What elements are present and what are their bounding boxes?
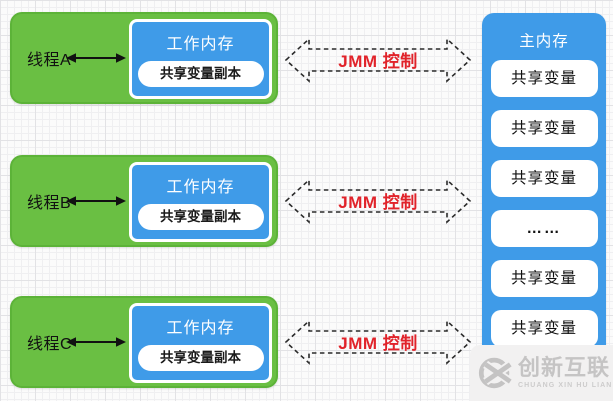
jmm-control-arrow-a: JMM 控制 — [283, 37, 473, 83]
main-memory-title: 主内存 — [519, 33, 569, 50]
shared-variable-slot: 共享变量 — [490, 110, 598, 147]
jmm-control-label: JMM 控制 — [338, 193, 418, 212]
working-memory-box: 工作内存 共享变量副本 — [129, 162, 272, 242]
chuangxin-logo-icon — [478, 357, 513, 389]
working-memory-box: 工作内存 共享变量副本 — [129, 303, 272, 383]
bidirectional-arrow-icon — [66, 337, 126, 347]
jmm-control-label: JMM 控制 — [338, 52, 418, 71]
jmm-control-dashed-arrow-icon — [284, 178, 472, 224]
thread-c-label: 线程C — [27, 336, 73, 353]
thread-b-label: 线程B — [27, 195, 72, 212]
watermark-badge: 创新互联 CHUANG XIN HU LIAN — [470, 345, 613, 401]
shared-variable-slot: 共享变量 — [490, 310, 598, 347]
shared-variable-copy: 共享变量副本 — [137, 61, 264, 87]
shared-variable-slot: 共享变量 — [490, 260, 598, 297]
jmm-control-arrow-c: JMM 控制 — [283, 319, 473, 365]
watermark-title: 创新互联 — [518, 355, 611, 380]
working-memory-title: 工作内存 — [166, 179, 235, 196]
ellipsis-slot: …… — [490, 210, 598, 247]
thread-a-label: 线程A — [27, 52, 72, 69]
thread-b-box: 线程B 工作内存 共享变量副本 — [10, 155, 278, 247]
jmm-control-dashed-arrow-icon — [284, 319, 472, 365]
main-memory-box: 主内存 共享变量 共享变量 共享变量 …… 共享变量 共享变量 — [482, 13, 606, 397]
working-memory-box: 工作内存 共享变量副本 — [129, 19, 272, 99]
jmm-control-label: JMM 控制 — [338, 334, 418, 353]
bidirectional-arrow-icon — [66, 53, 126, 63]
shared-variable-copy: 共享变量副本 — [137, 345, 264, 371]
shared-variable-slot: 共享变量 — [490, 60, 598, 97]
working-memory-title: 工作内存 — [166, 320, 235, 337]
shared-variable-copy: 共享变量副本 — [137, 204, 264, 230]
jmm-control-arrow-b: JMM 控制 — [283, 178, 473, 224]
bidirectional-arrow-icon — [66, 196, 126, 206]
thread-a-box: 线程A 工作内存 共享变量副本 — [10, 12, 278, 104]
jmm-control-dashed-arrow-icon — [284, 37, 472, 83]
watermark-subtitle: CHUANG XIN HU LIAN — [518, 382, 613, 389]
shared-variable-slot: 共享变量 — [490, 160, 598, 197]
thread-c-box: 线程C 工作内存 共享变量副本 — [10, 296, 278, 388]
working-memory-title: 工作内存 — [166, 36, 235, 53]
watermark-text: 创新互联 CHUANG XIN HU LIAN — [518, 355, 613, 390]
